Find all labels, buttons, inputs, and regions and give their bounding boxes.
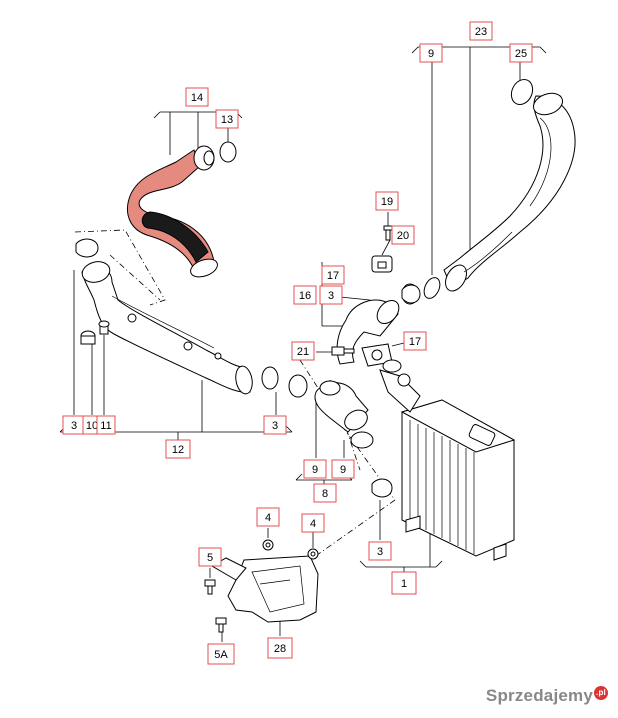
svg-text:12: 12 [172, 444, 184, 456]
intercooler-1 [379, 369, 516, 561]
callout-9-top[interactable]: 9 [419, 43, 443, 63]
o-ring-3-left [261, 366, 279, 390]
svg-text:17: 17 [327, 270, 339, 282]
svg-text:20: 20 [397, 230, 409, 242]
gasket-3-top [401, 284, 421, 304]
svg-text:8: 8 [322, 488, 328, 500]
svg-text:4: 4 [265, 512, 271, 524]
svg-text:13: 13 [221, 114, 233, 126]
watermark-badge: .pl [594, 686, 608, 700]
callout-16[interactable]: 16 [293, 285, 317, 305]
o-ring-13 [219, 141, 237, 163]
svg-text:9: 9 [340, 464, 346, 476]
svg-text:19: 19 [381, 196, 393, 208]
callout-25[interactable]: 25 [509, 43, 533, 63]
callout-3-bottom[interactable]: 3 [368, 541, 392, 561]
callout-4-left[interactable]: 4 [256, 507, 280, 527]
callout-20[interactable]: 20 [391, 225, 415, 245]
svg-text:9: 9 [312, 464, 318, 476]
gasket-3-right [371, 478, 393, 498]
bolt-5a [215, 617, 227, 633]
svg-text:25: 25 [515, 48, 527, 60]
svg-text:10: 10 [86, 420, 98, 432]
o-ring-9-lower [350, 431, 374, 449]
callout-28[interactable]: 28 [267, 637, 293, 659]
callout-4-right[interactable]: 4 [301, 513, 325, 533]
callout-3-mid[interactable]: 3 [263, 415, 287, 435]
o-ring-9-upper [423, 277, 441, 299]
bolts-10-11 [80, 320, 110, 345]
o-ring-17-low [382, 359, 402, 373]
svg-text:21: 21 [297, 346, 309, 358]
leader-lines [59, 46, 547, 642]
o-ring-25 [510, 78, 534, 106]
callout-8[interactable]: 8 [313, 483, 337, 503]
callout-17-right[interactable]: 17 [403, 331, 427, 351]
nut-4-left [262, 539, 274, 551]
callout-14[interactable]: 14 [185, 87, 209, 107]
svg-text:3: 3 [272, 420, 278, 432]
svg-text:1: 1 [401, 578, 407, 590]
callout-13[interactable]: 13 [215, 109, 239, 129]
nut-4-right [307, 548, 319, 560]
svg-text:16: 16 [299, 290, 311, 302]
callout-1[interactable]: 1 [391, 571, 417, 595]
svg-text:11: 11 [100, 420, 111, 432]
callout-12[interactable]: 12 [165, 439, 191, 459]
callout-23[interactable]: 23 [469, 21, 493, 41]
svg-text:3: 3 [328, 290, 334, 302]
elbow-16 [336, 299, 400, 367]
watermark-text: Sprzedajemy [485, 686, 593, 705]
bolt-5 [204, 579, 216, 595]
svg-text:4: 4 [310, 518, 316, 530]
callout-21[interactable]: 21 [291, 341, 315, 361]
svg-text:28: 28 [274, 643, 286, 655]
svg-text:9: 9 [428, 48, 434, 60]
svg-text:3: 3 [377, 546, 383, 558]
svg-text:5: 5 [207, 552, 213, 564]
svg-text:14: 14 [191, 92, 203, 104]
screw-19 [383, 225, 393, 241]
heat-shield-28 [211, 555, 319, 623]
sensor-20 [371, 255, 393, 273]
svg-text:23: 23 [475, 26, 487, 38]
gasket-3-left [75, 238, 99, 258]
o-ring-9-mid [288, 374, 308, 398]
callout-3-left[interactable]: 3 [62, 415, 86, 435]
callout-19[interactable]: 19 [375, 191, 399, 211]
elbow-pipe-8 [314, 380, 369, 433]
callout-9-right[interactable]: 9 [331, 459, 355, 479]
svg-text:3: 3 [71, 420, 77, 432]
callout-11[interactable]: 11 [96, 415, 116, 435]
svg-text:5A: 5A [214, 649, 228, 661]
callout-3-center[interactable]: 3 [319, 285, 343, 305]
svg-text:17: 17 [409, 336, 421, 348]
charge-pipe-23 [443, 92, 576, 292]
callout-5[interactable]: 5 [198, 547, 222, 567]
turbo-hose-14 [127, 145, 218, 278]
charge-pipe-12 [81, 261, 253, 395]
callout-5a[interactable]: 5A [207, 643, 235, 665]
callout-17-top[interactable]: 17 [321, 265, 345, 285]
watermark: Sprzedajemy.pl [486, 686, 608, 706]
callout-9-left[interactable]: 9 [303, 459, 327, 479]
bolt-21 [331, 346, 355, 356]
